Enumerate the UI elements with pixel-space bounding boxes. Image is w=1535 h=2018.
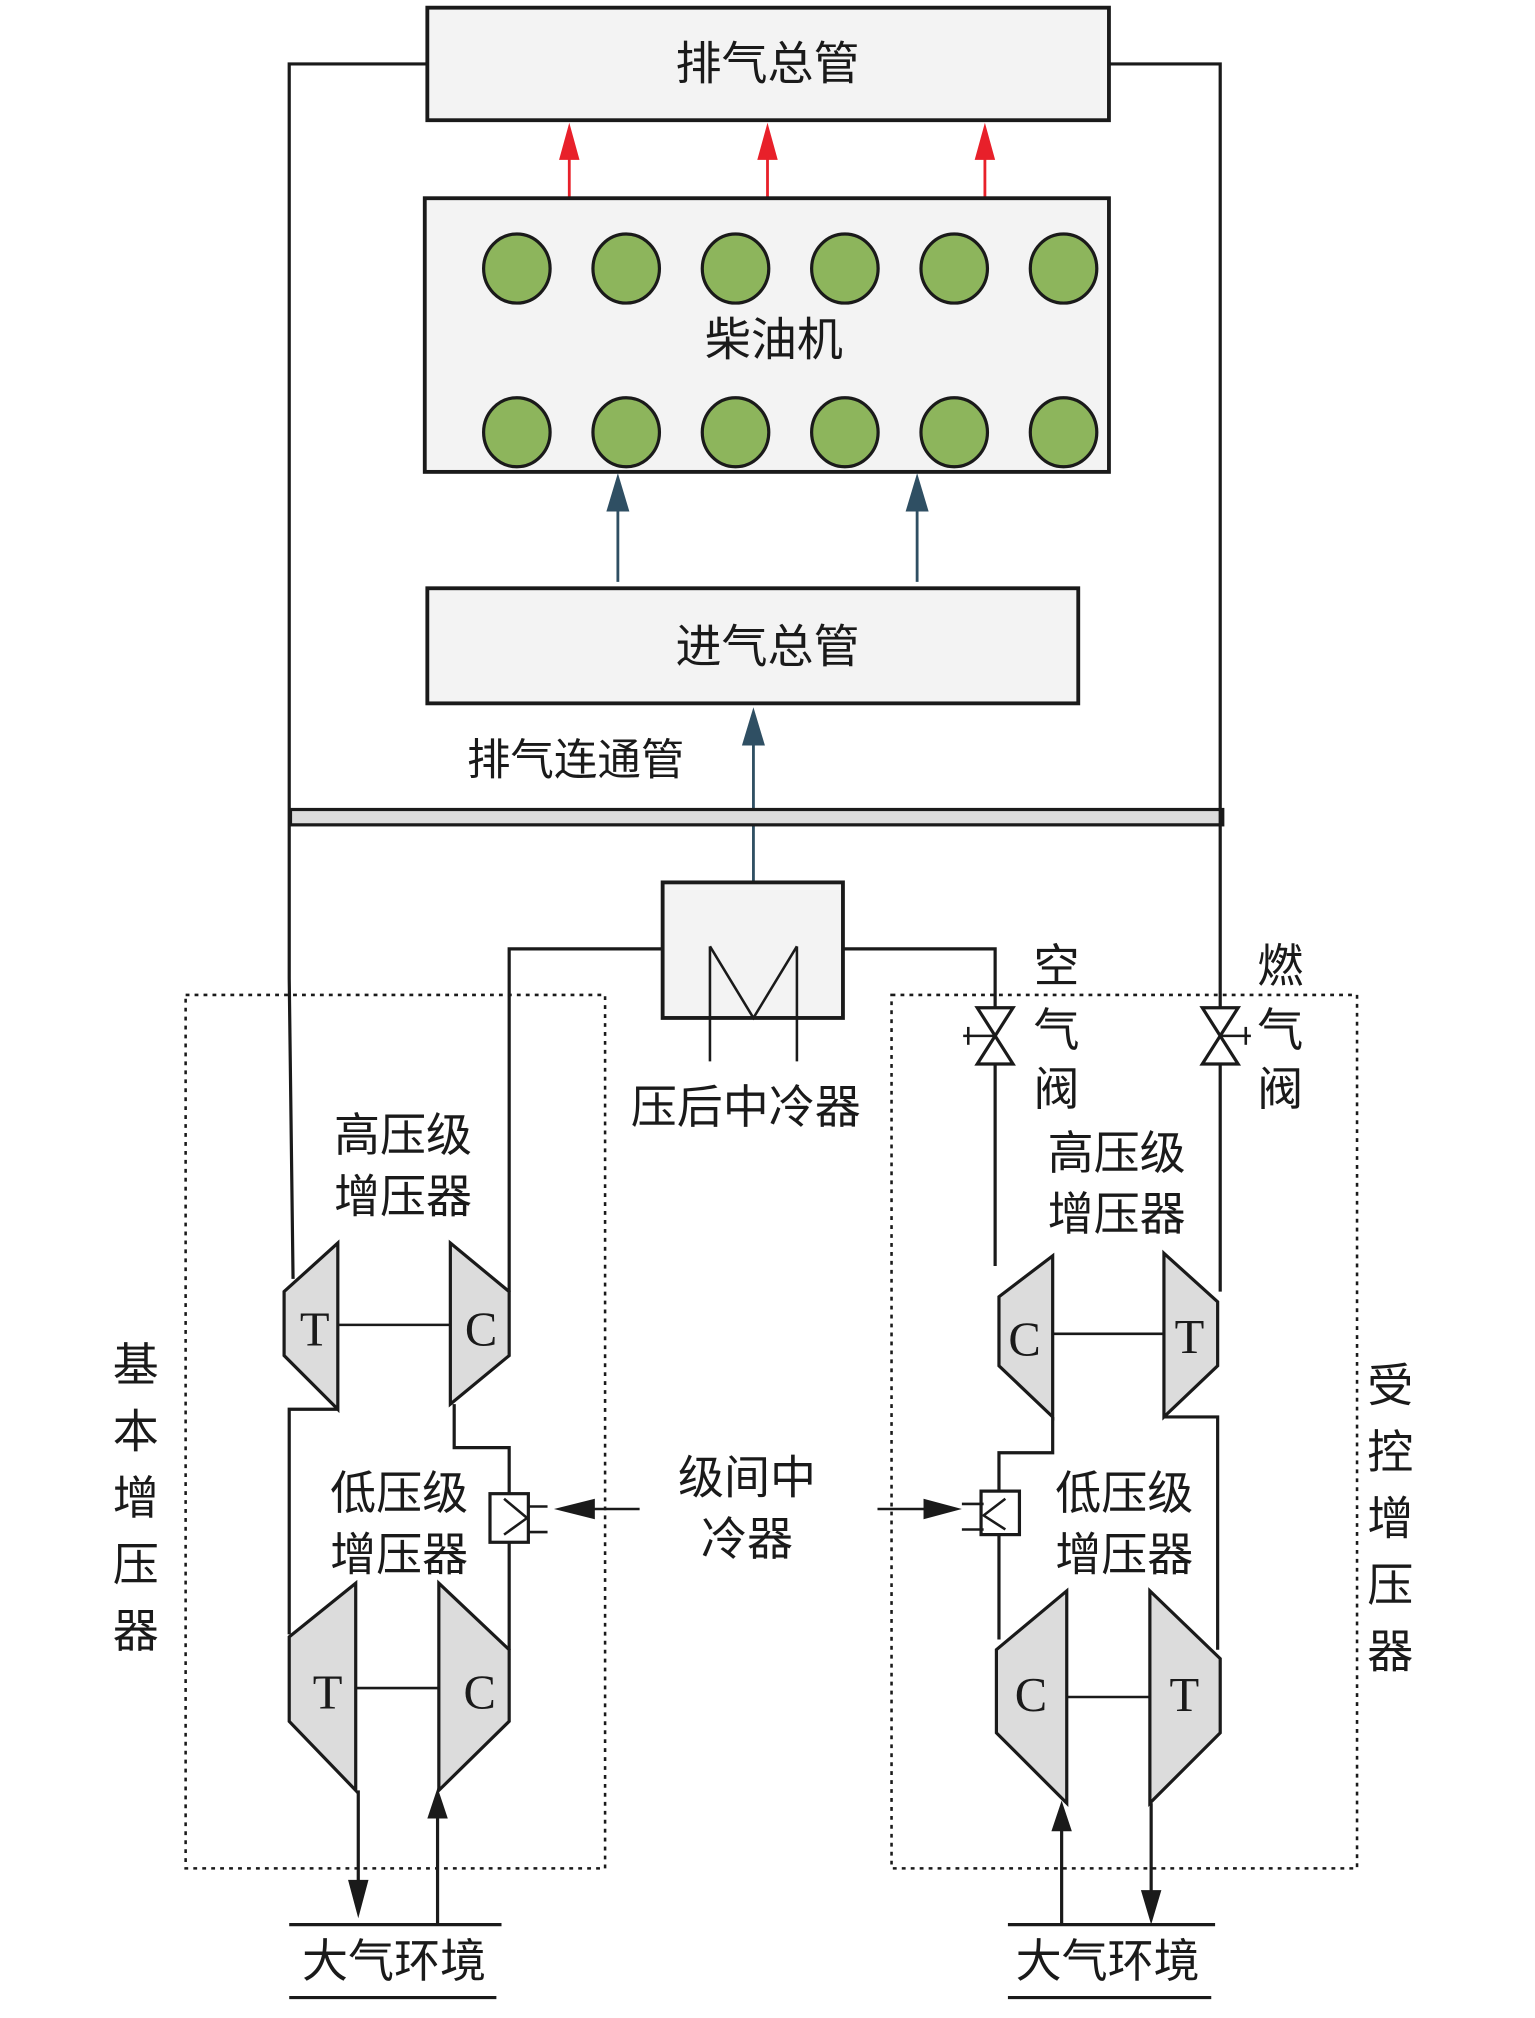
exhaust-manifold: 排气总管	[425, 5, 1111, 123]
atmosphere-right-label: 大气环境	[1016, 1934, 1200, 1988]
ctrl-hp-compressor-label: C	[1008, 1313, 1040, 1367]
ctrl-hp-turbine-label: T	[1175, 1310, 1205, 1364]
base-interstage-cooler	[488, 1492, 530, 1544]
atmosphere-right: 大气环境	[1007, 1923, 1216, 2000]
base-turbocharger-group	[184, 993, 607, 1870]
cylinder	[591, 232, 662, 305]
ctrl-lp-label-1: 低压级	[1055, 1466, 1193, 1520]
atmosphere-left-label: 大气环境	[302, 1934, 486, 1988]
base-lp-label-1: 低压级	[330, 1466, 468, 1520]
base-hp-compressor	[448, 1239, 511, 1408]
cylinder	[482, 232, 552, 305]
interstage-cooler-label-2: 冷器	[701, 1512, 793, 1566]
aftercooler-label: 压后中冷器	[631, 1080, 861, 1134]
ctrl-lp-label-2: 增压器	[1055, 1527, 1193, 1581]
engine-label: 柴油机	[705, 313, 843, 367]
gas-valve-char-1: 燃	[1257, 939, 1303, 993]
group-label-char: 增	[1367, 1492, 1413, 1546]
air-valve-char-2: 气	[1033, 1003, 1079, 1057]
exhaust-connecting-pipe	[288, 807, 1225, 827]
controlled-turbocharger-group	[890, 993, 1359, 1870]
atmosphere-left: 大气环境	[289, 1923, 502, 2000]
cylinder	[810, 396, 880, 469]
exhaust-manifold-label: 排气总管	[675, 36, 859, 90]
base-lp-turbine-label: T	[313, 1666, 343, 1720]
intake-flow-arrows	[606, 473, 929, 582]
air-valve[interactable]	[963, 1006, 1016, 1066]
diesel-engine: 柴油机	[422, 196, 1111, 474]
controlled-turbocharger: 高压级 增压器 C T 低压级 增压器 C T	[877, 1126, 1222, 1925]
base-hp-label-2: 增压器	[334, 1169, 472, 1223]
base-lp-turbine	[287, 1579, 358, 1795]
air-valve-label: 空 气 阀	[1033, 939, 1079, 1116]
cylinders	[482, 232, 1099, 469]
cylinder	[700, 232, 771, 305]
ctrl-lp-compressor-label: C	[1015, 1668, 1047, 1722]
air-valve-char-1: 空	[1033, 939, 1079, 993]
intake-manifold-label: 进气总管	[675, 619, 859, 673]
group-label-char: 器	[1367, 1625, 1413, 1679]
ctrl-lp-compressor	[994, 1587, 1069, 1808]
group-label-char: 本	[113, 1405, 159, 1459]
group-label-char: 基	[113, 1338, 159, 1392]
ctrl-lp-turbine-label: T	[1170, 1668, 1200, 1722]
gas-valve-char-3: 阀	[1257, 1062, 1303, 1116]
ctrl-hp-label-1: 高压级	[1048, 1126, 1186, 1180]
base-hp-label-1: 高压级	[334, 1108, 472, 1162]
cylinder	[919, 232, 990, 305]
base-turbocharger: 高压级 增压器 T C 低压级 增压器 T C	[282, 1108, 640, 1925]
ctrl-lp-turbine	[1148, 1587, 1222, 1808]
ctrl-hp-turbine	[1162, 1249, 1220, 1421]
cylinder	[810, 232, 880, 305]
group-label-char: 控	[1367, 1425, 1413, 1479]
base-hp-turbine-label: T	[300, 1302, 330, 1356]
gas-valve-char-2: 气	[1257, 1003, 1303, 1057]
interstage-cooler-label-1: 级间中	[678, 1451, 816, 1505]
group-label-char: 压	[1367, 1558, 1413, 1612]
group-label-char: 压	[113, 1538, 159, 1592]
base-lp-compressor	[437, 1579, 511, 1795]
gas-valve[interactable]	[1199, 1006, 1251, 1066]
cylinder	[1028, 232, 1099, 305]
cylinder	[700, 396, 771, 469]
group-label-char: 增	[113, 1471, 159, 1525]
cylinder	[482, 396, 552, 469]
base-hp-compressor-label: C	[465, 1302, 497, 1356]
exhaust-connecting-pipe-label: 排气连通管	[467, 736, 684, 786]
exhaust-flow-arrows	[559, 122, 996, 199]
cylinder	[919, 396, 990, 469]
gas-valve-label: 燃 气 阀	[1257, 939, 1303, 1116]
group-label-char: 受	[1367, 1359, 1413, 1413]
cylinder	[591, 396, 662, 469]
base-lp-compressor-label: C	[464, 1666, 496, 1720]
ctrl-hp-label-2: 增压器	[1048, 1187, 1186, 1241]
aftercooler: 压后中冷器	[631, 880, 861, 1134]
base-lp-label-2: 增压器	[330, 1527, 468, 1581]
group-label-char: 器	[113, 1604, 159, 1658]
air-valve-char-3: 阀	[1033, 1062, 1079, 1116]
intake-manifold: 进气总管	[425, 586, 1081, 706]
cylinder	[1028, 396, 1099, 469]
